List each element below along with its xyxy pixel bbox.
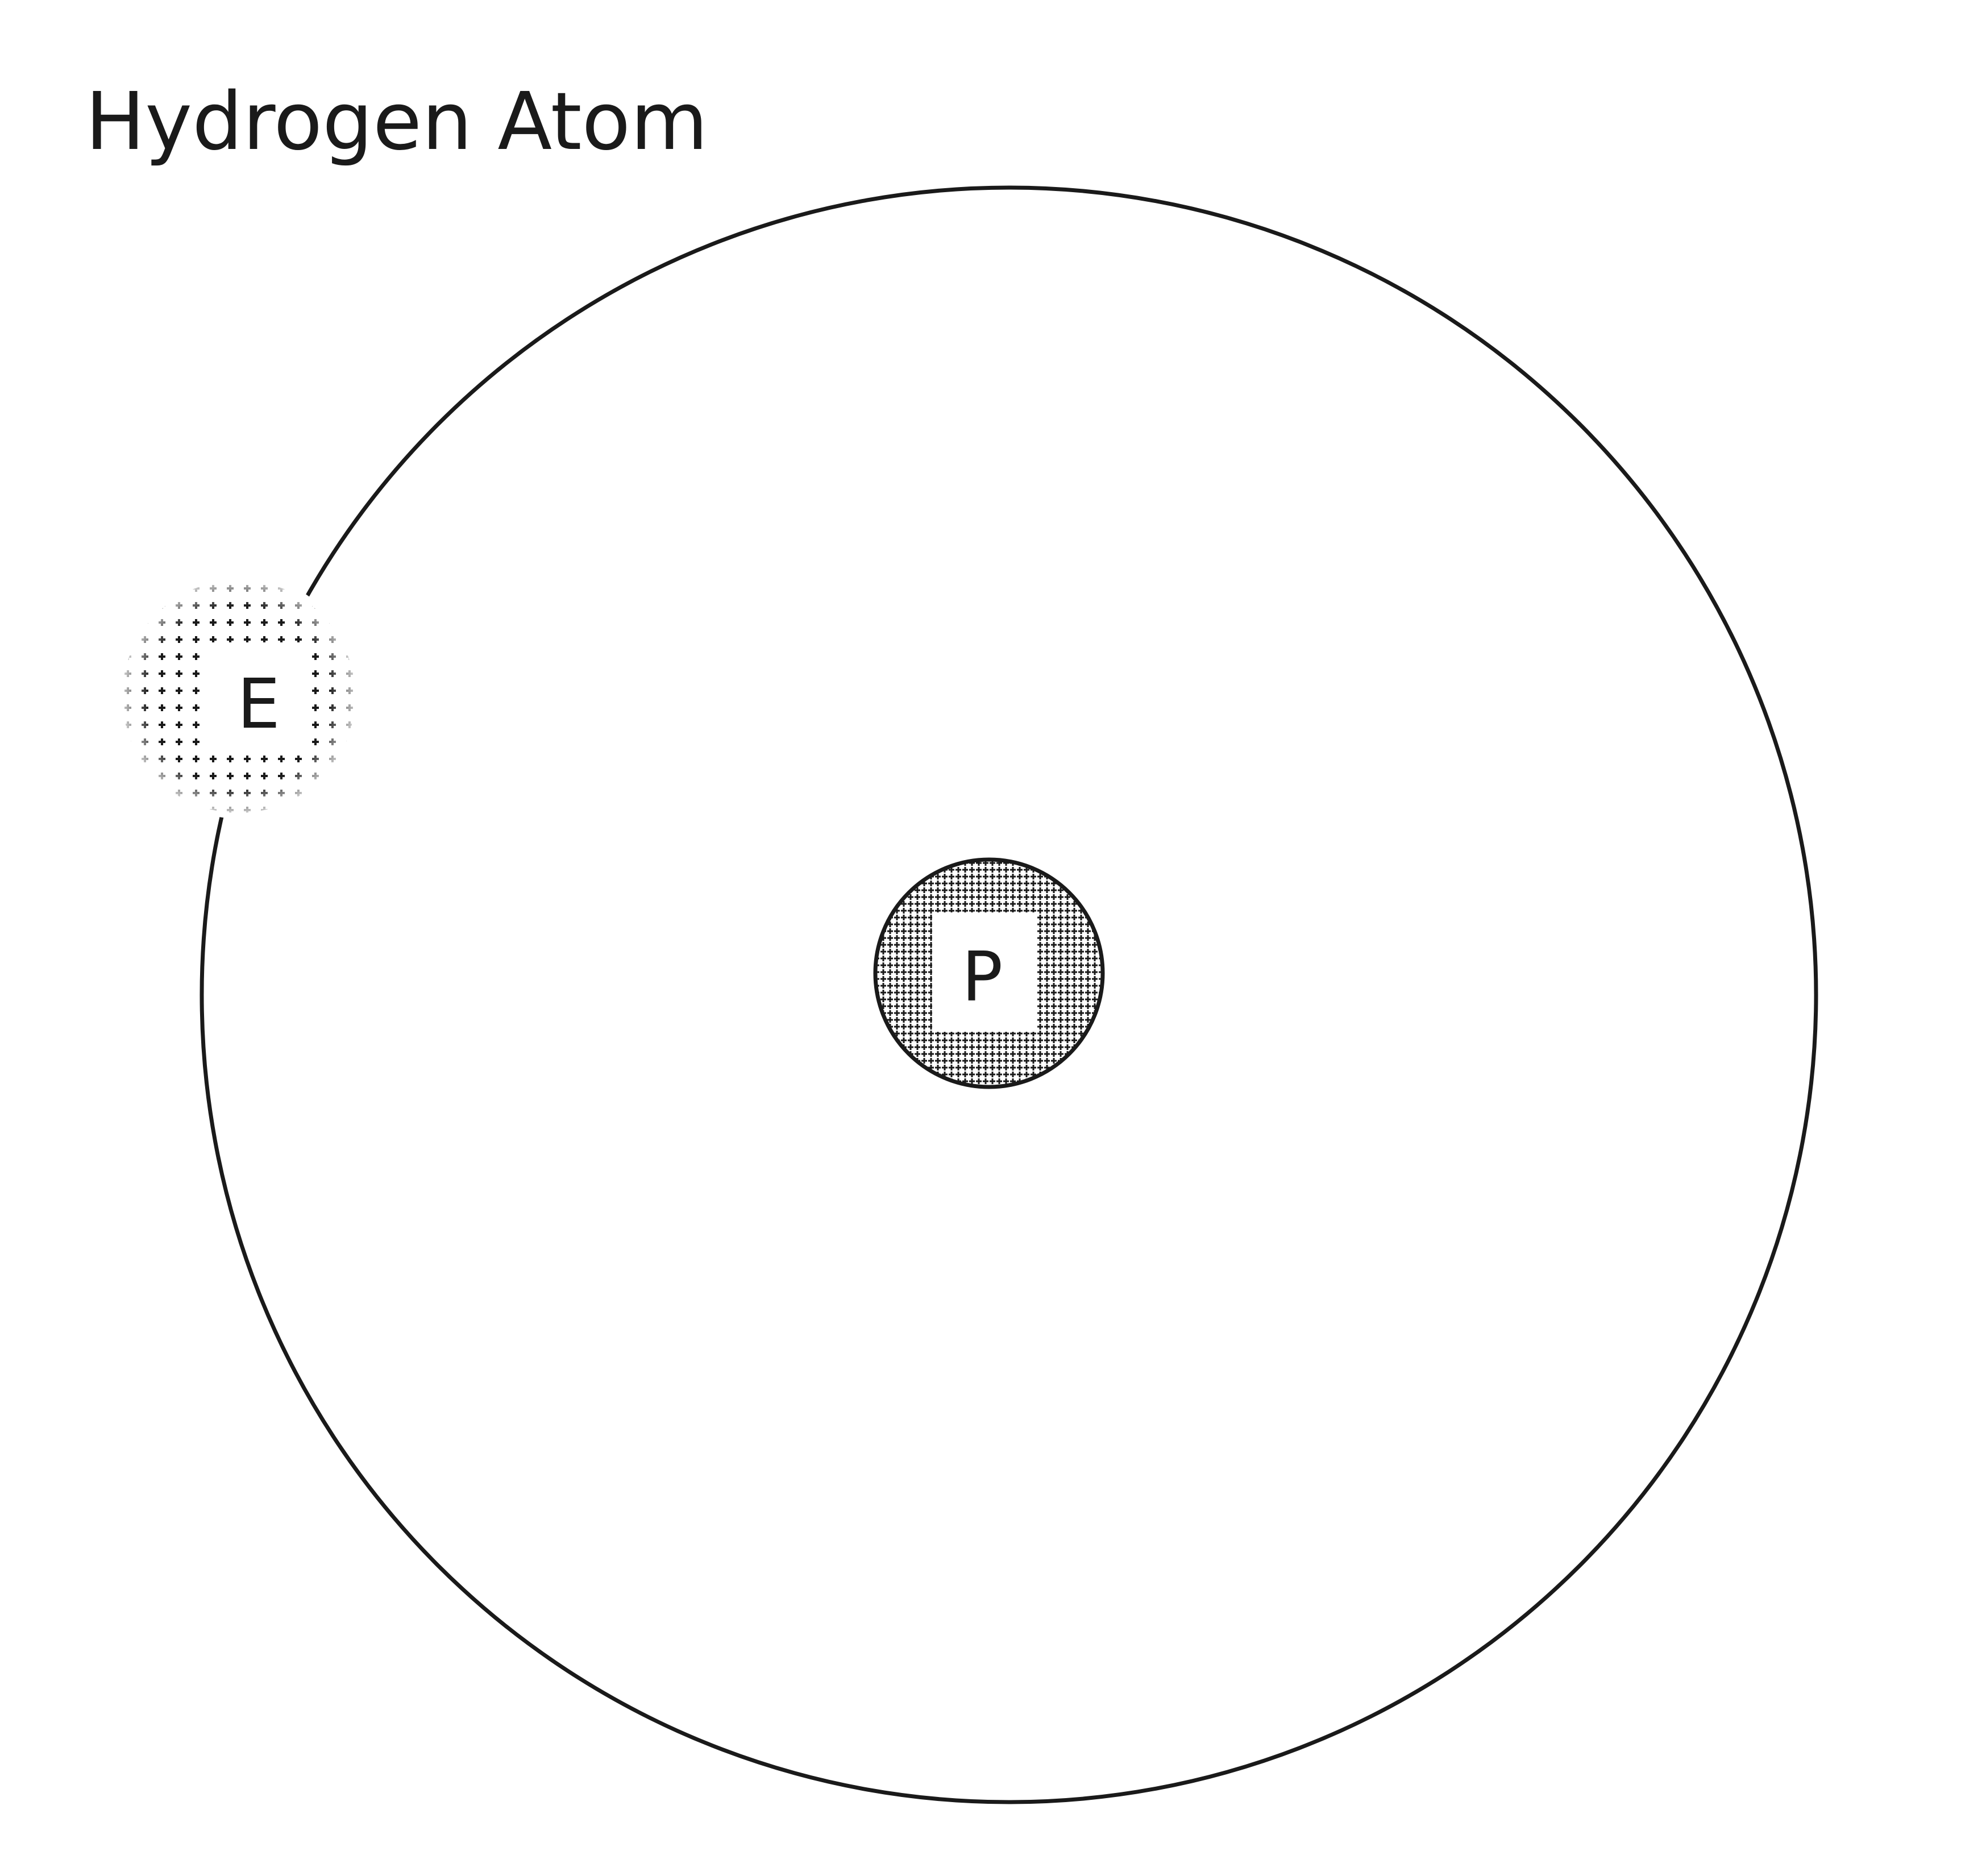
diagram-title: Hydrogen Atom [85,76,708,168]
electron-label: E [237,665,280,744]
electron: E [117,574,361,819]
electron-orbit [200,185,1818,1804]
proton: P [873,857,1105,1089]
proton-label: P [962,938,1003,1017]
